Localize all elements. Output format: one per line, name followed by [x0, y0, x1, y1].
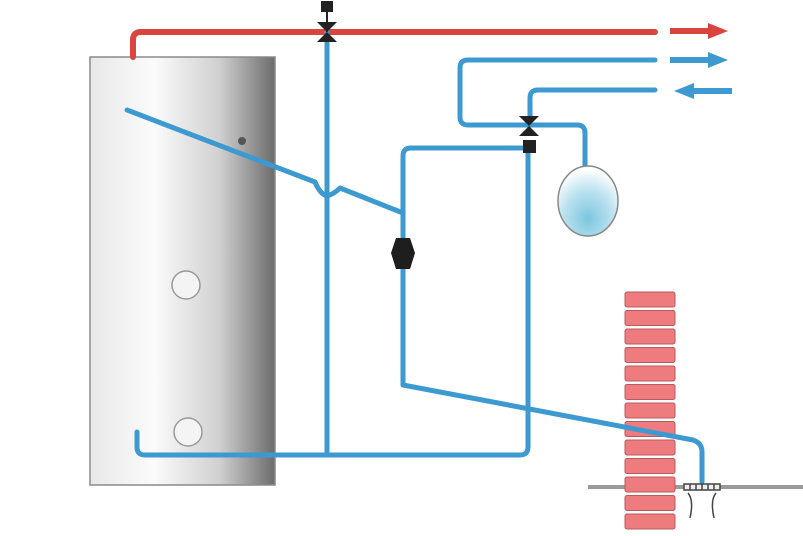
brick	[624, 291, 676, 308]
cold-out-pipe	[457, 57, 658, 169]
brick	[624, 495, 676, 511]
flow-arrow-out-cold	[670, 52, 728, 68]
tank-port-upper	[171, 270, 201, 300]
brick	[624, 439, 676, 456]
brick	[624, 310, 676, 326]
pump-riser-pipe	[400, 145, 531, 388]
floor-drain	[683, 483, 721, 519]
expansion-vessel	[557, 165, 619, 237]
circulation-pipe	[124, 107, 406, 216]
storage-tank	[89, 56, 276, 486]
tank-port-lower	[173, 417, 203, 447]
circulation-pump	[391, 238, 415, 269]
tank-sensor-port	[238, 137, 246, 145]
mixing-valve	[519, 116, 539, 153]
drain-pipe	[400, 382, 705, 485]
flow-arrow-out-hot	[670, 23, 728, 39]
brick	[624, 328, 676, 345]
hot-water-pipe	[130, 29, 658, 60]
return-pipe	[134, 145, 531, 458]
cold-in-pipe	[527, 87, 658, 128]
brick	[624, 476, 676, 493]
brick	[624, 384, 676, 400]
brick	[624, 513, 676, 530]
brick	[624, 458, 676, 474]
zone-valve	[317, 1, 337, 42]
brick	[624, 365, 676, 382]
brick-wall	[624, 291, 676, 530]
flow-arrow-in-cold	[674, 83, 732, 99]
brick	[624, 402, 676, 419]
brick	[624, 347, 676, 363]
